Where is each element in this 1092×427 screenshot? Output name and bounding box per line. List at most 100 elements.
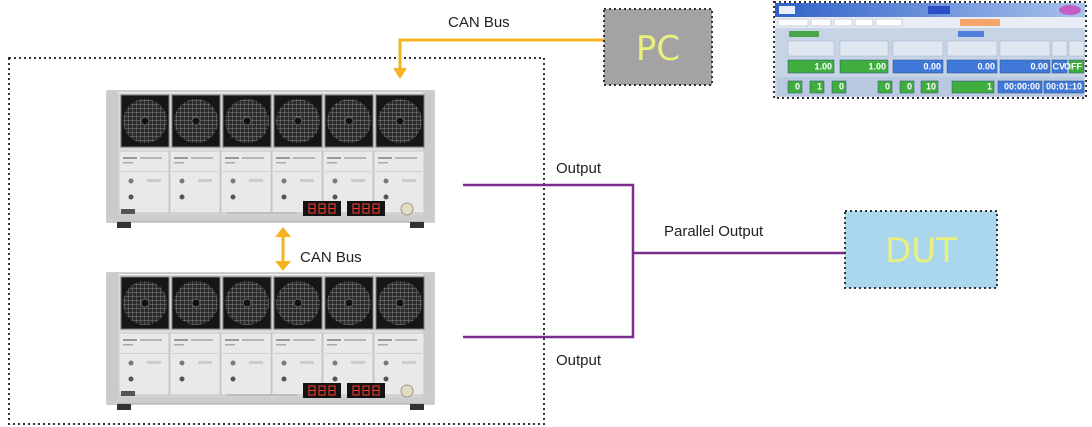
screenshot-column-header xyxy=(892,40,944,57)
screenshot-reading-value: 0.00 xyxy=(977,62,995,72)
module-indicator xyxy=(281,178,287,184)
module-marking xyxy=(276,162,286,164)
screenshot-frame xyxy=(773,1,1087,99)
screenshot-counter-box xyxy=(899,80,915,94)
module-marking xyxy=(140,157,162,159)
module-marking xyxy=(300,361,314,364)
module-indicator xyxy=(332,178,338,184)
module-terminal xyxy=(383,376,389,382)
can-bus-connector-units xyxy=(275,227,291,271)
screenshot-output-state-box xyxy=(1068,59,1085,74)
fan-hub xyxy=(344,116,354,126)
can-bus-arrowhead-down xyxy=(393,68,407,79)
screenshot-counter-value: 0 xyxy=(885,82,890,92)
module-marking xyxy=(327,344,337,346)
module-marking xyxy=(402,179,416,182)
module-marking xyxy=(351,361,365,364)
screenshot-toolbar-tab xyxy=(854,18,874,27)
screenshot-reading-box xyxy=(946,59,998,74)
screenshot-column-header xyxy=(999,40,1051,57)
module-marking xyxy=(123,344,133,346)
module-marking xyxy=(174,157,188,159)
screenshot-counter-value: 1 xyxy=(817,82,822,92)
fan-hub xyxy=(395,298,405,308)
screenshot-toolbar-tab xyxy=(875,18,903,27)
unit-logo xyxy=(121,391,135,396)
module-marking xyxy=(378,162,388,164)
module-indicator xyxy=(281,360,287,366)
knob-icon xyxy=(400,384,414,398)
module-divider xyxy=(274,171,320,172)
fan-hub xyxy=(242,116,252,126)
module-indicator xyxy=(128,360,134,366)
output-line-combined xyxy=(463,183,635,339)
screenshot-toolbar-alert xyxy=(960,19,1000,26)
screenshot-counter-box xyxy=(877,80,893,94)
screenshot-brand-oval xyxy=(1059,5,1081,15)
dut-label: DUT xyxy=(885,231,957,271)
unit-foot xyxy=(117,222,131,228)
module-marking xyxy=(225,344,235,346)
module-marking xyxy=(344,157,366,159)
screenshot-reading-value: 1.00 xyxy=(814,62,832,72)
module-marking xyxy=(327,339,341,341)
module-divider xyxy=(325,171,371,172)
unit-handle-right xyxy=(423,273,434,404)
module-divider xyxy=(274,353,320,354)
power-supply-unit-top xyxy=(106,90,435,228)
module-divider xyxy=(223,171,269,172)
output-wiring xyxy=(463,183,845,339)
fan-hub xyxy=(344,298,354,308)
can-bus-arrowhead-down-middle xyxy=(275,261,291,271)
can-bus-label-top: CAN Bus xyxy=(448,14,510,31)
module-marking xyxy=(198,361,212,364)
module-terminal xyxy=(128,376,134,382)
output-label-top: Output xyxy=(556,160,602,177)
can-bus-arrowhead-up xyxy=(275,227,291,237)
module-marking xyxy=(225,339,239,341)
module-marking xyxy=(198,179,212,182)
module-indicator xyxy=(230,360,236,366)
module-indicator xyxy=(230,178,236,184)
module-terminal xyxy=(179,194,185,200)
module-indicator xyxy=(179,178,185,184)
screenshot-toolbar-tab xyxy=(777,18,809,27)
can-bus-label-middle: CAN Bus xyxy=(300,249,362,266)
module-marking xyxy=(402,361,416,364)
module-divider xyxy=(121,353,167,354)
pc-label: PC xyxy=(636,29,680,69)
module-panel xyxy=(220,332,272,396)
module-divider xyxy=(172,353,218,354)
screenshot-section-chip xyxy=(789,31,819,37)
screenshot-column-header xyxy=(839,40,889,57)
unit-handle-left xyxy=(107,273,118,404)
screenshot-reading-box xyxy=(999,59,1051,74)
module-marking xyxy=(174,344,184,346)
screenshot-reading-value: 0.00 xyxy=(923,62,941,72)
screenshot-logo xyxy=(779,6,795,14)
unit-bottom-strip xyxy=(118,397,423,403)
module-divider xyxy=(325,353,371,354)
unit-slot xyxy=(227,212,297,214)
power-supply-unit-bottom xyxy=(106,272,435,410)
screenshot-reading-box xyxy=(787,59,835,74)
screenshot-toolbar-tab xyxy=(833,18,853,27)
module-terminal xyxy=(281,376,287,382)
fan-hub xyxy=(191,298,201,308)
fan-hub xyxy=(140,116,150,126)
module-marking xyxy=(174,339,188,341)
screenshot-toolbar-tab xyxy=(810,18,832,27)
module-marking xyxy=(344,339,366,341)
screenshot-counter-value: 0 xyxy=(839,82,844,92)
module-panel xyxy=(118,150,170,214)
module-marking xyxy=(147,361,161,364)
module-divider xyxy=(376,353,422,354)
unit-handle-right xyxy=(423,91,434,222)
module-marking xyxy=(378,339,392,341)
module-terminal xyxy=(128,194,134,200)
screenshot-column-header xyxy=(787,40,835,57)
unit-foot xyxy=(410,404,424,410)
unit-foot xyxy=(410,222,424,228)
module-divider xyxy=(121,171,167,172)
